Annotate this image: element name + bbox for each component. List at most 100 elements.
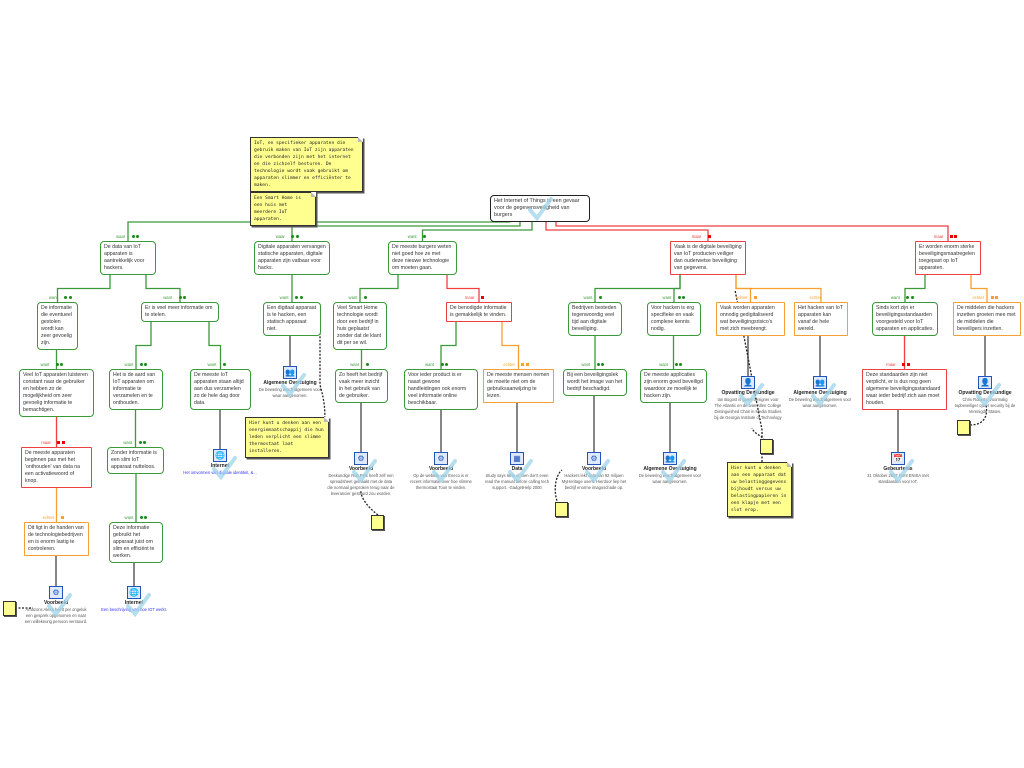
argument-node[interactable]: De meeste IoT apparaten staan altijd aan…: [190, 362, 251, 410]
expert-icon: 👤: [741, 376, 755, 389]
strength-dot-icon: [906, 363, 910, 367]
strength-dot-icon: [674, 363, 678, 367]
argument-node[interactable]: De benodigde informatie is gemakkelijk t…: [446, 295, 512, 322]
argument-text: Er worden enorm sterke beveiligingsmaatr…: [919, 244, 975, 271]
note-icon[interactable]: [760, 439, 773, 454]
argument-text: Digitale apparaten vervangen statische a…: [258, 244, 326, 271]
evidence-text: Chris Roberts, voormalig topbeveiliger c…: [954, 396, 1016, 414]
evidence-text: Deskundige Rob Pels heeft zelf een sprea…: [327, 472, 395, 496]
argument-node[interactable]: De meeste burgers weten niet goed hoe ze…: [388, 234, 457, 275]
argument-text: Het Internet of Things is een gevaar voo…: [494, 198, 580, 218]
relation-label: want: [207, 362, 217, 367]
argument-node[interactable]: Veel IoT apparaten luisteren constant na…: [19, 362, 94, 417]
example-icon: ⚙: [587, 452, 601, 465]
argument-text: Veel Smart Home technologie wordt door e…: [337, 305, 382, 346]
argument-node[interactable]: Bij een beveiligingslek wordt het image …: [563, 362, 627, 396]
evidence-title: Opvatting Deskundige: [958, 390, 1012, 396]
relation-label: want: [163, 295, 173, 300]
argument-label: waar: [116, 233, 140, 240]
evidence-link[interactable]: Een beschrijving van hoe IOT werkt.: [101, 606, 167, 612]
relation-label: want: [123, 440, 133, 445]
argument-node[interactable]: De middelen die hackers inzetten groeien…: [953, 295, 1021, 336]
strength-dot-icon: [682, 296, 686, 300]
argument-node[interactable]: Deze informatie gebruikt het apparaat ju…: [109, 515, 163, 563]
argument-label: want: [49, 294, 72, 301]
argument-node[interactable]: Zo heeft het bedrijf vaak meer inzicht i…: [335, 362, 388, 403]
argument-node[interactable]: Vaak worden apparaten onnodig gedigitali…: [716, 295, 785, 336]
argument-node[interactable]: De meeste apparaten beginnen pas met het…: [21, 440, 92, 488]
note-tax-device[interactable]: Hier kunt u denken aan een apparaat dat …: [727, 462, 792, 517]
argument-node[interactable]: Deze standaarden zijn niet verplicht, er…: [862, 362, 947, 410]
argument-node[interactable]: De data van IoT apparaten is aantrekkeli…: [100, 234, 156, 275]
argument-node[interactable]: De meeste applicaties zijn enorm goed be…: [640, 362, 707, 403]
argument-node[interactable]: Er worden enorm sterke beveiligingsmaatr…: [915, 234, 981, 275]
argument-node[interactable]: Dit ligt in de handen van de technologie…: [24, 515, 89, 556]
note-icon[interactable]: [555, 502, 568, 517]
strength-dot-icon: [299, 296, 303, 300]
argument-label: want: [208, 361, 226, 368]
relation-label: echter: [972, 295, 985, 300]
people-icon: 👥: [663, 452, 677, 465]
argument-label: want: [891, 294, 914, 301]
argument-label: maar: [41, 439, 65, 446]
relation-label: want: [407, 234, 417, 239]
evidence-title: Algemene Overtuiging: [793, 390, 847, 396]
strength-dot-icon: [954, 235, 958, 239]
note-icon[interactable]: [957, 420, 970, 435]
argument-text: Bedrijven besteden tegenwoordig veel tij…: [572, 305, 617, 332]
argument-node[interactable]: Zonder informatie is een slim IoT appara…: [107, 440, 164, 474]
note-energy-company[interactable]: Hier kunt u denken aan een energiemaatsc…: [245, 417, 329, 458]
strength-dot-icon: [445, 363, 449, 367]
argument-node[interactable]: Digitale apparaten vervangen statische a…: [254, 234, 330, 275]
argument-node[interactable]: Voor ieder product is er naast gewone ha…: [404, 362, 478, 410]
argument-node[interactable]: Sinds kort zijn er beveiligingsstandaard…: [872, 295, 938, 336]
strength-dot-icon: [480, 296, 484, 300]
note-icon[interactable]: [3, 601, 16, 616]
argument-label: want: [123, 439, 147, 446]
argument-text: Voor hacken is erg specifieke en vaak co…: [651, 305, 694, 332]
evidence-text: De bewering wordt algemeen voor waar aan…: [258, 386, 322, 398]
note-iot-definition[interactable]: IoT, en specifieker apparaten die gebrui…: [250, 137, 363, 192]
strength-dot-icon: [949, 235, 953, 239]
strength-dot-icon: [995, 296, 999, 300]
strength-dot-icon: [178, 296, 182, 300]
note-icon[interactable]: [371, 515, 384, 530]
main-claim[interactable]: Het Internet of Things is een gevaar voo…: [490, 195, 590, 222]
argument-node[interactable]: Het is de aard van IoT apparaten om info…: [109, 362, 163, 410]
argument-node[interactable]: Veel Smart Home technologie wordt door e…: [333, 295, 387, 350]
strength-dot-icon: [990, 296, 994, 300]
strength-dot-icon: [295, 296, 299, 300]
argument-node[interactable]: Bedrijven besteden tegenwoordig veel tij…: [568, 295, 622, 336]
argument-label: want: [350, 361, 369, 368]
connector: [127, 221, 510, 241]
argument-node[interactable]: Voor hacken is erg specifieke en vaak co…: [647, 295, 701, 336]
argument-node[interactable]: Een digitaal apparaat is te hacken, een …: [263, 295, 321, 336]
argument-node[interactable]: Er is veel meer informatie om te stelen.…: [141, 295, 219, 322]
argument-text: De meeste mensen nemen de moeite niet om…: [487, 372, 550, 399]
argument-label: want: [425, 361, 449, 368]
relation-label: want: [124, 515, 134, 520]
note-smart-home[interactable]: Een Smart Home is een huis met meerdere …: [250, 192, 316, 226]
argument-text: De benodigde informatie is gemakkelijk t…: [450, 305, 507, 318]
strength-dot-icon: [525, 363, 529, 367]
globe-icon: 🌐: [213, 449, 227, 462]
relation-label: want: [581, 362, 591, 367]
argument-node[interactable]: Het hacken van IoT apparaten kan vanaf d…: [794, 295, 848, 336]
argument-node[interactable]: Vaak is de digitale beveiliging van IoT …: [670, 234, 746, 275]
evidence-link[interactable]: Het omvormen van digitale identiteit, &.…: [183, 469, 257, 475]
globe-icon: 🌐: [127, 586, 141, 599]
argument-node[interactable]: De informatie die eventueel gestolen wor…: [37, 295, 78, 350]
argument-node[interactable]: De meeste mensen nemen de moeite niet om…: [483, 362, 554, 403]
